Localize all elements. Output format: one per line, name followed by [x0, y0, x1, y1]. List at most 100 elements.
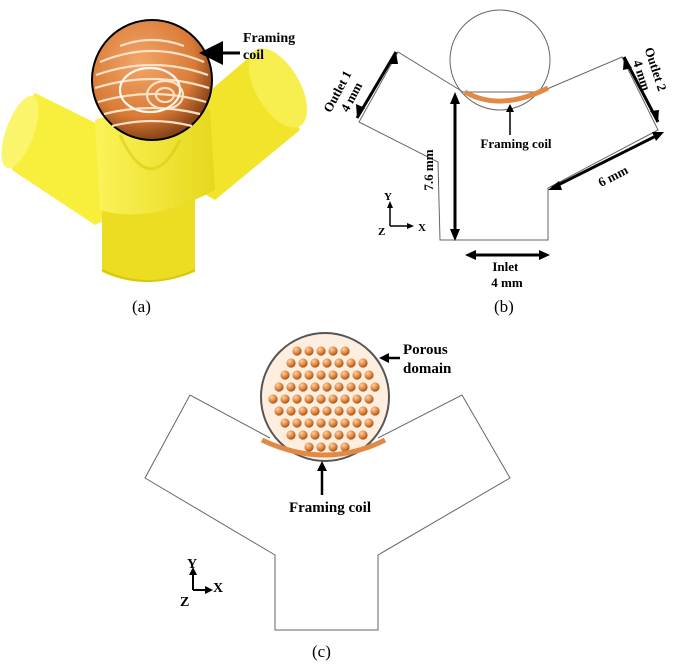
porous-bead [346, 358, 356, 368]
framing-coil-label-c: Framing coil [289, 500, 371, 516]
porous-bead [292, 346, 302, 356]
porous-bead [328, 346, 338, 356]
height-label: 7.6 mm [421, 149, 436, 190]
porous-bead [334, 358, 344, 368]
porous-bead [340, 442, 350, 452]
porous-bead [274, 382, 284, 392]
porous-bead [322, 382, 332, 392]
porous-bead [340, 370, 350, 380]
porous-bead [280, 370, 290, 380]
porous-bead [322, 406, 332, 416]
framing-coil-arc-c [260, 437, 387, 458]
inlet-tube [102, 195, 195, 282]
length-dimension [551, 132, 661, 190]
axis-x-c: X [213, 581, 223, 596]
porous-bead [346, 430, 356, 440]
porous-bead [340, 418, 350, 428]
porous-bead [328, 394, 338, 404]
porous-bead [316, 442, 326, 452]
porous-bead [304, 394, 314, 404]
porous-bead [292, 394, 302, 404]
porous-bead [328, 418, 338, 428]
porous-bead [298, 430, 308, 440]
caption-b: (b) [494, 297, 514, 316]
porous-bead [304, 418, 314, 428]
porous-bead [286, 382, 296, 392]
framing-coil-arc-b [463, 85, 550, 104]
porous-bead [280, 394, 290, 404]
porous-bead [334, 406, 344, 416]
porous-bead [316, 418, 326, 428]
coil-windings [94, 38, 210, 128]
porous-bead [340, 346, 350, 356]
porous-bead [298, 382, 308, 392]
axis-z-b: Z [378, 226, 385, 238]
caption-a: (a) [132, 297, 151, 316]
length-label: 6 mm [596, 162, 631, 190]
porous-bead [352, 394, 362, 404]
porous-bead [370, 382, 380, 392]
y-channel-outline-c [144, 394, 511, 631]
aneurysm-sac-b [449, 9, 551, 111]
porous-bead [328, 370, 338, 380]
porous-bead [310, 406, 320, 416]
left-outlet-opening [1, 95, 39, 169]
porous-bead [286, 430, 296, 440]
porous-bead [322, 430, 332, 440]
framing-coil-label-b: Framing coil [480, 136, 552, 151]
porous-beads [268, 346, 380, 452]
porous-bead [274, 406, 284, 416]
porous-bead [352, 370, 362, 380]
porous-bead [292, 370, 302, 380]
porous-bead [268, 394, 278, 404]
porous-bead [316, 394, 326, 404]
outlet1-dimension [355, 51, 398, 119]
inlet-bottom [101, 269, 196, 282]
porous-bead [364, 370, 374, 380]
inlet-label: Inlet 4 mm [491, 259, 523, 290]
porous-bead [316, 370, 326, 380]
axes-triad-c: Y X Z [180, 557, 223, 610]
porous-bead [310, 358, 320, 368]
panel-a: Framing coil (a) [1, 19, 308, 316]
porous-bead [358, 382, 368, 392]
axis-y-c: Y [187, 557, 197, 572]
porous-bead [328, 442, 338, 452]
caption-c: (c) [312, 642, 331, 661]
porous-bead [364, 394, 374, 404]
porous-bead [364, 418, 374, 428]
porous-bead [334, 430, 344, 440]
porous-bead [310, 382, 320, 392]
porous-bead [280, 418, 290, 428]
porous-bead [304, 442, 314, 452]
porous-bead [370, 406, 380, 416]
y-channel-outline-b [358, 51, 659, 241]
porous-bead [346, 406, 356, 416]
porous-bead [304, 370, 314, 380]
porous-bead [298, 406, 308, 416]
axes-triad-b: Y X Z [378, 191, 426, 238]
axis-x-b: X [418, 222, 426, 234]
porous-bead [304, 346, 314, 356]
framing-coil-label-a: Framing coil [243, 31, 299, 63]
porous-bead [352, 418, 362, 428]
panel-c: Porous domain Framing coil Y X Z (c) [144, 332, 511, 661]
porous-bead [286, 358, 296, 368]
outlet2-label: Outlet 2 4 mm [627, 45, 670, 100]
axis-y-b: Y [384, 191, 392, 203]
panel-b: Outlet 1 4 mm Outlet 2 4 mm 7.6 mm 6 mm … [320, 9, 670, 316]
porous-bead [346, 382, 356, 392]
porous-bead [358, 406, 368, 416]
porous-bead [286, 406, 296, 416]
porous-bead [340, 394, 350, 404]
porous-bead [358, 358, 368, 368]
porous-bead [292, 418, 302, 428]
axis-z-c: Z [180, 595, 189, 610]
porous-bead [310, 430, 320, 440]
porous-domain-label: Porous domain [403, 342, 452, 377]
outlet1-label: Outlet 1 4 mm [320, 65, 369, 122]
porous-bead [316, 346, 326, 356]
right-outlet-opening [248, 48, 308, 128]
